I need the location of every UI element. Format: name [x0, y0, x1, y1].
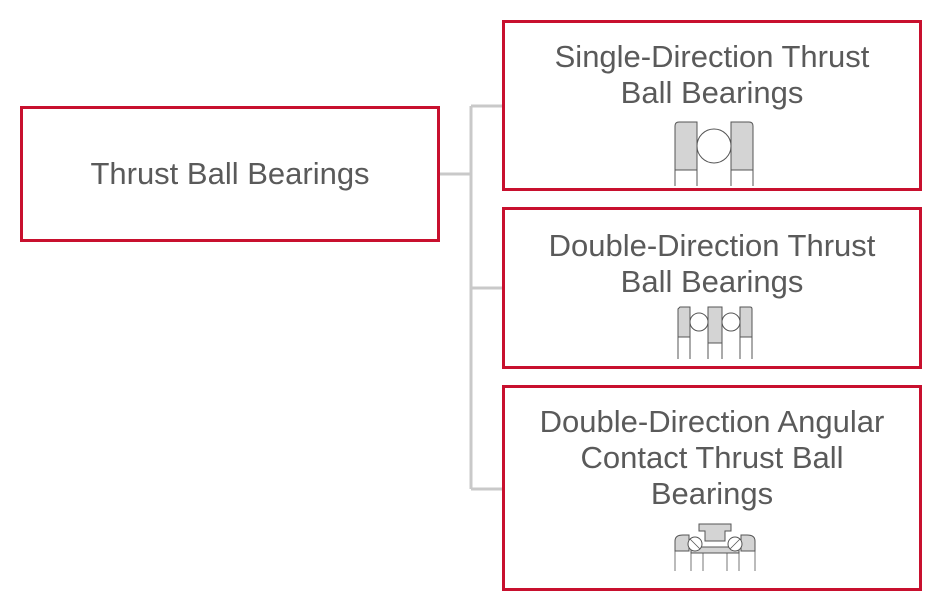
node-label: Single-Direction Thrust Ball Bearings [554, 39, 870, 110]
root-label: Thrust Ball Bearings [90, 156, 370, 191]
single-direction-thrust-bearing-icon [674, 121, 754, 186]
root-node: Thrust Ball Bearings [20, 106, 440, 242]
double-direction-thrust-bearing-icon [677, 306, 753, 359]
node-double-direction-angular-contact: Double-Direction Angular Contact Thrust … [502, 385, 922, 591]
node-single-direction-thrust: Single-Direction Thrust Ball Bearings [502, 20, 922, 191]
node-label: Double-Direction Thrust Ball Bearings [548, 228, 876, 299]
angular-contact-thrust-bearing-icon [674, 523, 756, 571]
node-label: Double-Direction Angular Contact Thrust … [539, 404, 885, 511]
node-double-direction-thrust: Double-Direction Thrust Ball Bearings [502, 207, 922, 369]
